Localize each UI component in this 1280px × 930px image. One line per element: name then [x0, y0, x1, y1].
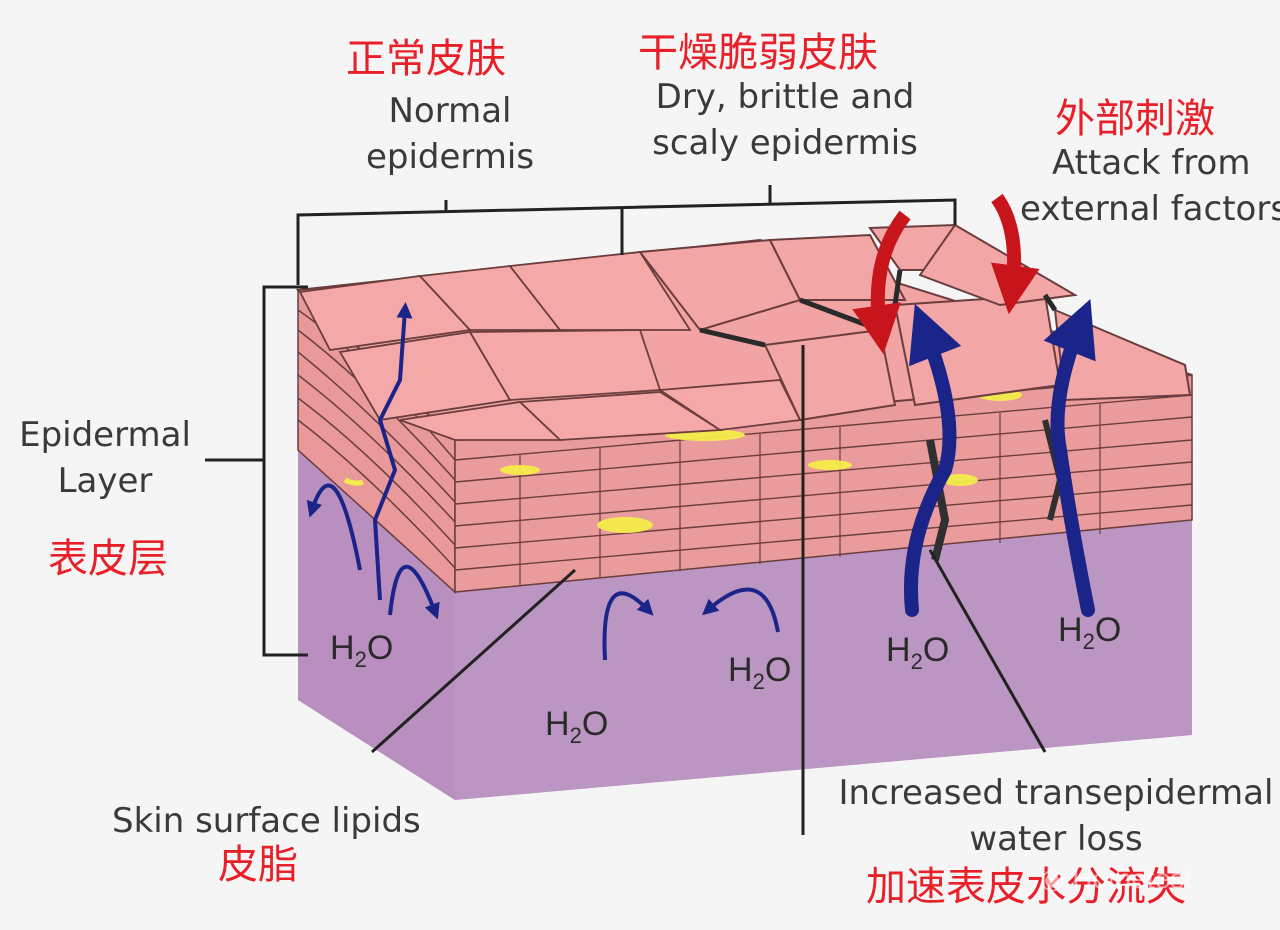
epidermal-layer-label-zh: 表皮层 [48, 536, 168, 582]
dermis-layer [298, 440, 1192, 800]
h2o-label: H2O [728, 651, 792, 694]
external-attack-label-zh: 外部刺激 [1055, 96, 1215, 142]
external-attack-arrow-icon [852, 193, 1040, 355]
h2o-label: H2O [545, 705, 609, 748]
water-loss-label: Increased transepidermal water loss [838, 773, 1274, 859]
water-loss-label-zh: 加速表皮水分流失 [866, 864, 1186, 910]
normal-epidermis-label: Normal epidermis [365, 91, 535, 177]
water-loss-arrow-icon [903, 299, 1096, 617]
h2o-label: H2O [886, 631, 950, 674]
normal-skin-label-zh: 正常皮肤 [346, 36, 506, 82]
h2o-label: H2O [330, 629, 394, 672]
external-attack-label: Attack from external factors [1020, 143, 1280, 229]
dry-epidermis-label: Dry, brittle and scaly epidermis [652, 77, 918, 163]
dry-skin-label-zh: 干燥脆弱皮肤 [638, 30, 878, 76]
water-loss-arrow-icon [306, 302, 780, 661]
epidermal-layer-label: Epidermal Layer [19, 415, 191, 501]
skin-surface-lipids-label-zh: 皮脂 [218, 842, 298, 888]
watermark: ◉ Hometest [1040, 863, 1193, 894]
bracket-lines [205, 185, 1047, 835]
watermark-icon: ◉ [1040, 863, 1065, 894]
h2o-label: H2O [1058, 611, 1122, 654]
skin-surface-lipids-label: Skin surface lipids [112, 801, 421, 841]
